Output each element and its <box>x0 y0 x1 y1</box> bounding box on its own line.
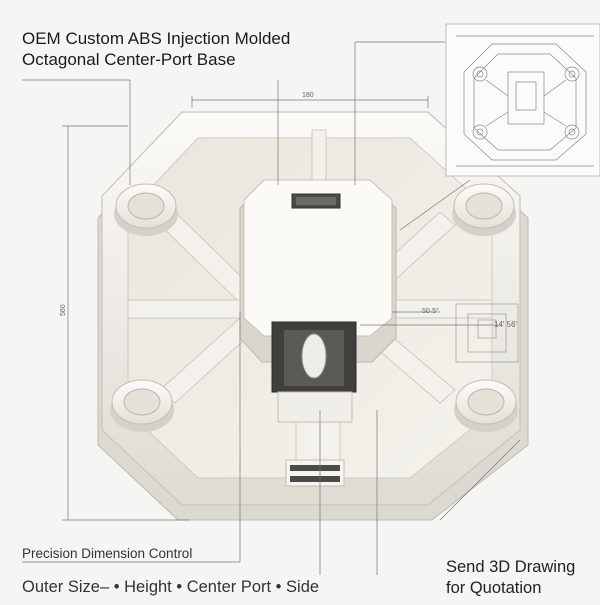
right-dimension-label-b: 14ʹ 56ʹ <box>494 320 518 329</box>
product-title: OEM Custom ABS Injection Molded Octagona… <box>22 28 290 70</box>
blueprint-inset <box>445 23 600 177</box>
right-dimension-label-a: 50·5° <box>422 308 439 315</box>
boss-bottom-right <box>454 379 518 432</box>
boss-top-right <box>452 183 516 236</box>
quotation-callout: Send 3D Drawing for Quotation <box>446 557 575 599</box>
feature-list: Outer Size– • Height • Center Port • Sid… <box>22 578 320 596</box>
corner-bosses <box>110 183 518 432</box>
boss-top-left <box>114 183 178 236</box>
quotation-line-1: Send 3D Drawing <box>446 558 576 576</box>
title-line-1: OEM Custom ABS Injection Molded <box>22 29 291 48</box>
precision-caption: Precision Dimension Control <box>22 546 193 561</box>
title-line-2: Octagonal Center-Port Base <box>22 50 236 69</box>
boss-bottom-left <box>110 379 174 432</box>
height-dimension-label: 560 <box>60 304 67 316</box>
quotation-line-2: for Quotation <box>446 579 542 597</box>
dimension-lines <box>22 41 521 575</box>
side-detail <box>455 303 519 363</box>
width-dimension-label: 180 <box>302 92 314 99</box>
center-port <box>239 179 397 487</box>
